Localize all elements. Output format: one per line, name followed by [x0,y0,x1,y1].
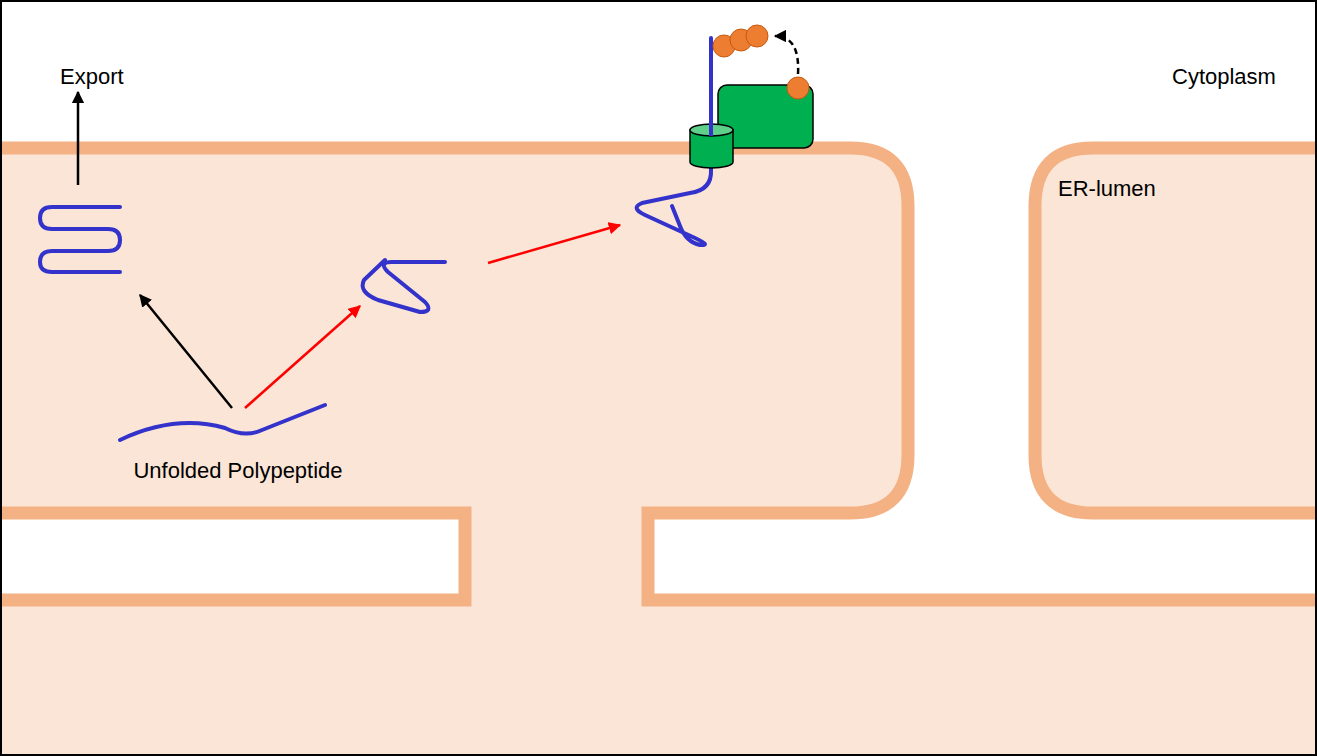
polypeptide-strand [709,38,713,136]
membrane-line [0,148,1317,600]
er-lumen-fill [1035,148,1317,513]
membrane-line [0,513,465,600]
unfolded-polypeptide [120,405,325,440]
molecule-label: Unfolded Polypeptide [133,458,342,484]
ubiquitin [713,25,809,99]
compartment-label: ER-lumen [1058,176,1156,202]
er-membrane [0,148,1317,600]
membrane-line [1035,148,1317,513]
compartment-label: Cytoplasm [1172,64,1276,90]
misfolded-protein [363,260,445,312]
export-arrow [77,92,80,185]
ubiquitin-circle [746,25,768,47]
er-lumen-fill [0,148,1317,756]
folding-arrow [140,295,232,408]
polypeptides [40,38,711,440]
folded-protein [40,207,120,272]
transfer-arrow [775,36,798,74]
degradation-arrow [488,225,620,263]
pathway-label: Export [60,64,124,90]
misfolding-arrow [245,306,360,408]
ubiquitin-circle [787,77,809,99]
